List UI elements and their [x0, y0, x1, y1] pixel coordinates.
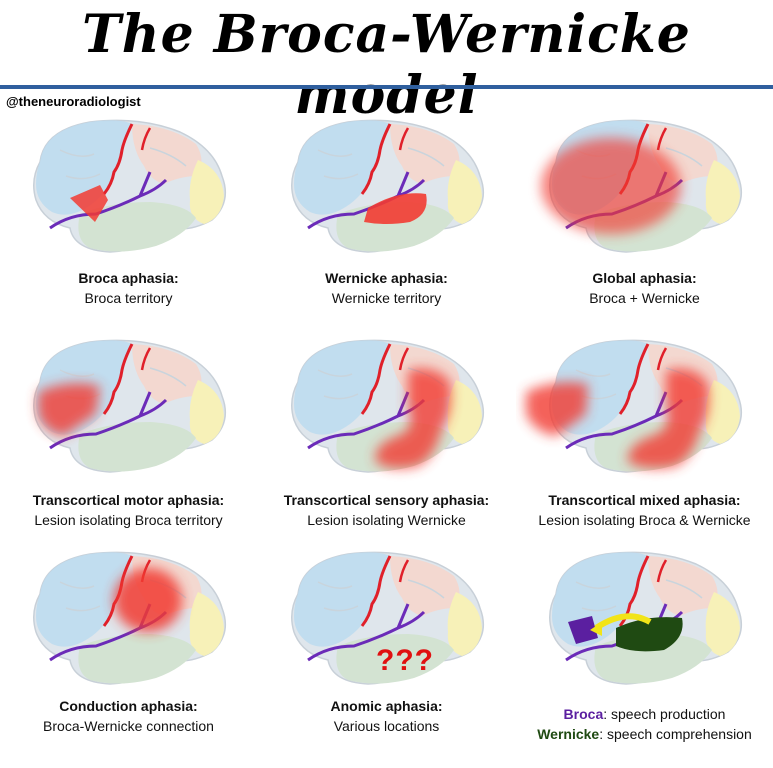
- lesion-transcortical-sensory: [375, 368, 451, 469]
- panel-transcortical-mixed: Transcortical mixed aphasia: Lesion isol…: [516, 330, 773, 556]
- lesion-global: [541, 138, 681, 234]
- caption-title: Wernicke aphasia:: [325, 270, 448, 286]
- brain-diagram: [32, 550, 227, 686]
- caption-title: Conduction aphasia:: [59, 698, 198, 714]
- caption-title: Global aphasia:: [592, 270, 697, 286]
- broca-area: [568, 616, 598, 644]
- brain-diagram: [32, 338, 227, 474]
- wernicke-area: [616, 617, 683, 652]
- panel-wernicke-aphasia: Wernicke aphasia: Wernicke territory: [258, 110, 515, 336]
- title-divider: [0, 85, 773, 89]
- caption-title: Transcortical sensory aphasia:: [283, 492, 490, 508]
- panel-transcortical-sensory: Transcortical sensory aphasia: Lesion is…: [258, 330, 515, 556]
- author-handle: @theneuroradiologist: [6, 94, 141, 109]
- panel-global-aphasia: Global aphasia: Broca + Wernicke: [516, 110, 773, 336]
- legend-broca-text: : speech production: [603, 706, 726, 722]
- brain-diagram: [32, 118, 227, 254]
- caption-subtitle: Lesion isolating Broca territory: [34, 512, 223, 528]
- panel-anomic-aphasia: ??? Anomic aphasia: Various locations: [258, 542, 515, 768]
- caption-subtitle: Broca territory: [84, 290, 173, 306]
- brain-diagram: [290, 550, 485, 686]
- page-title: The Broca-Wernicke model: [82, 4, 691, 126]
- lesion-transcortical-motor: [38, 383, 100, 436]
- brain-diagram: [290, 338, 485, 474]
- legend-wernicke-label: Wernicke: [537, 726, 600, 742]
- lesion-mixed-posterior: [627, 368, 709, 469]
- lesion-wernicke: [364, 193, 427, 224]
- brain-diagram: [526, 338, 743, 474]
- lesion-mixed-anterior: [526, 382, 588, 436]
- caption-subtitle: Broca + Wernicke: [589, 290, 700, 306]
- arrow-head: [590, 622, 602, 636]
- caption-title: Anomic aphasia:: [330, 698, 443, 714]
- caption-subtitle: Wernicke territory: [331, 290, 442, 306]
- panel-legend: Broca: speech production Wernicke: speec…: [516, 542, 773, 768]
- caption-subtitle: Various locations: [333, 718, 440, 734]
- caption-title: Transcortical mixed aphasia:: [548, 492, 741, 508]
- unknown-location-marker: ???: [376, 644, 434, 677]
- legend-wernicke-text: : speech comprehension: [599, 726, 752, 742]
- lesion-broca: [70, 185, 108, 222]
- panel-broca-aphasia: Broca aphasia: Broca territory: [0, 110, 257, 336]
- brain-diagram: [541, 118, 743, 254]
- legend-broca-label: Broca: [563, 706, 604, 722]
- caption-subtitle: Lesion isolating Wernicke: [307, 512, 466, 528]
- caption-subtitle: Lesion isolating Broca & Wernicke: [538, 512, 751, 528]
- caption-subtitle: Broca-Wernicke connection: [43, 718, 214, 734]
- panel-conduction-aphasia: Conduction aphasia: Broca-Wernicke conne…: [0, 542, 257, 768]
- brain-diagram: [290, 118, 485, 254]
- panel-transcortical-motor: Transcortical motor aphasia: Lesion isol…: [0, 330, 257, 556]
- caption-title: Transcortical motor aphasia:: [32, 492, 225, 508]
- brain-diagram: [548, 550, 743, 686]
- caption-title: Broca aphasia:: [78, 270, 179, 286]
- lesion-conduction: [114, 568, 182, 632]
